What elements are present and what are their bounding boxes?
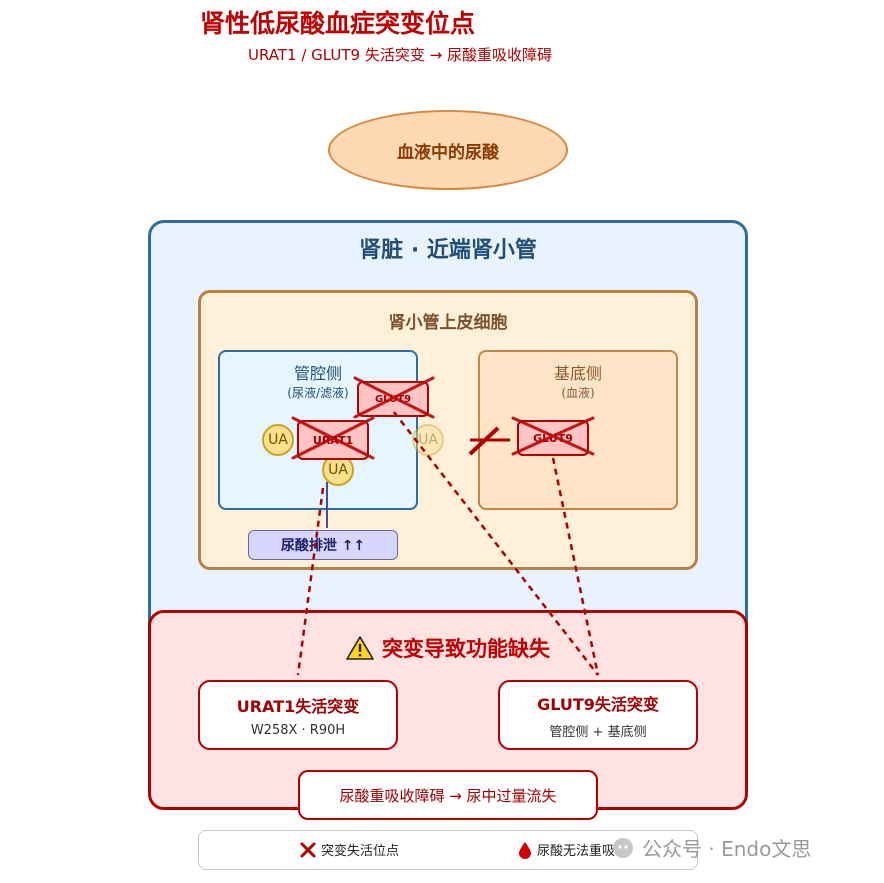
urat1-transporter: URAT1: [297, 420, 369, 460]
result-box: 尿酸重吸收障碍 → 尿中过量流失: [298, 770, 598, 820]
blood-uric-acid-node: 血液中的尿酸: [328, 110, 568, 190]
legend-mutation-site-label: 突变失活位点: [321, 844, 400, 859]
legend-item-no-reabsorption: 尿酸无法重吸收: [518, 840, 628, 859]
basal-side-subtitle: (血液): [561, 386, 595, 400]
watermark-text: 公众号 · Endo文思: [642, 837, 812, 861]
urat1-mutation-card: URAT1失活突变 W258X · R90H: [198, 680, 398, 750]
uric-acid-molecule-right: UA: [412, 424, 444, 456]
kidney-title: 肾脏 · 近端肾小管: [359, 238, 537, 263]
watermark: 公众号 · Endo文思: [612, 833, 811, 862]
lumen-side-title: 管腔侧: [293, 364, 342, 383]
glut9-mutation-detail: 管腔侧 + 基底侧: [549, 724, 647, 740]
glut9-basal-transporter: GLUT9: [517, 420, 589, 456]
mutation-panel-title-text: 突变导致功能缺失: [382, 637, 550, 661]
urat1-mutation-detail: W258X · R90H: [250, 722, 346, 738]
excretion-box: 尿酸排泄 ↑↑: [248, 530, 398, 560]
urat1-mutation-title: URAT1失活突变: [236, 696, 360, 716]
warning-icon: [346, 635, 374, 661]
basal-side-title: 基底侧: [553, 364, 602, 383]
cross-icon: [300, 842, 316, 857]
uric-acid-molecule-left: UA: [262, 424, 294, 456]
page-title: 肾性低尿酸血症突变位点: [200, 9, 476, 38]
glut9-mutation-card: GLUT9失活突变 管腔侧 + 基底侧: [498, 680, 698, 750]
blood-drop-icon: [519, 841, 531, 859]
legend-no-reabsorption-label: 尿酸无法重吸收: [537, 844, 629, 859]
page-subtitle: URAT1 / GLUT9 失活突变 → 尿酸重吸收障碍: [248, 46, 552, 64]
wechat-logo-icon: [613, 837, 633, 858]
mutation-panel-title: 突变导致功能缺失: [148, 632, 748, 664]
glut9-mutation-title: GLUT9失活突变: [537, 694, 659, 714]
legend-item-mutation-site: 突变失活位点: [300, 840, 399, 859]
epithelial-cell-title: 肾小管上皮细胞: [388, 313, 508, 333]
lumen-side-subtitle: (尿液/滤液): [287, 386, 349, 400]
glut9-apical-transporter: GLUT9: [357, 381, 429, 417]
